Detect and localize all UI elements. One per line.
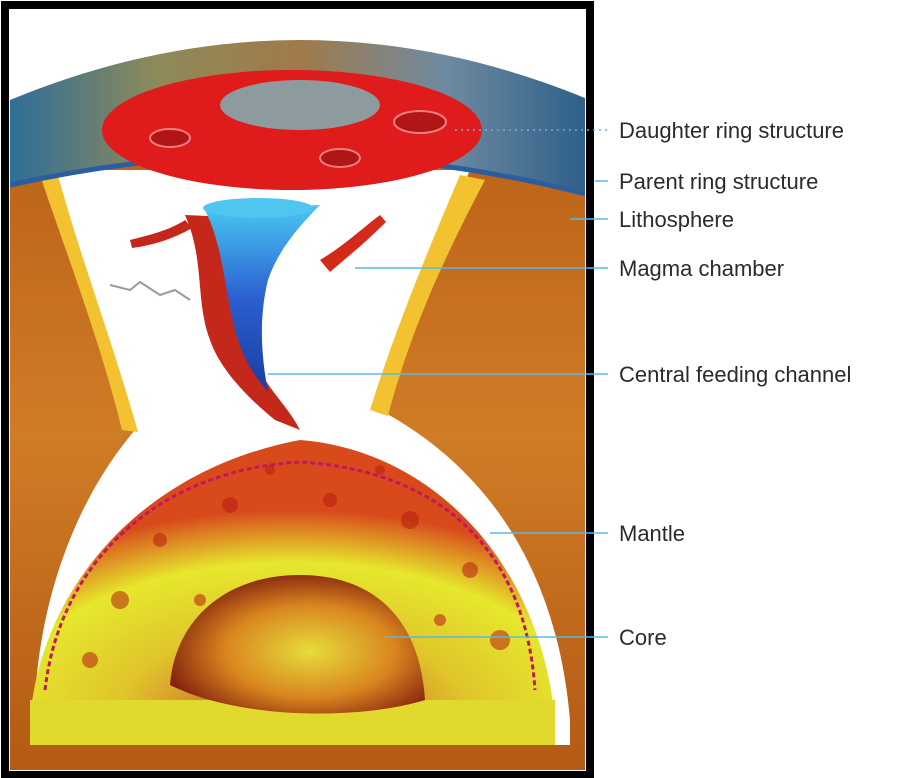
lithosphere-lens <box>203 198 313 218</box>
label-core: Core <box>619 625 667 650</box>
label-magma-chamber: Magma chamber <box>619 256 784 281</box>
daughter-ring-patch <box>220 80 380 130</box>
label-daughter-ring-structure: Daughter ring structure <box>619 118 844 143</box>
labels: Daughter ring structure Parent ring stru… <box>619 118 851 650</box>
label-mantle: Mantle <box>619 521 685 546</box>
label-parent-ring-structure: Parent ring structure <box>619 169 818 194</box>
label-central-feeding-channel: Central feeding channel <box>619 362 851 387</box>
label-lithosphere: Lithosphere <box>619 207 734 232</box>
